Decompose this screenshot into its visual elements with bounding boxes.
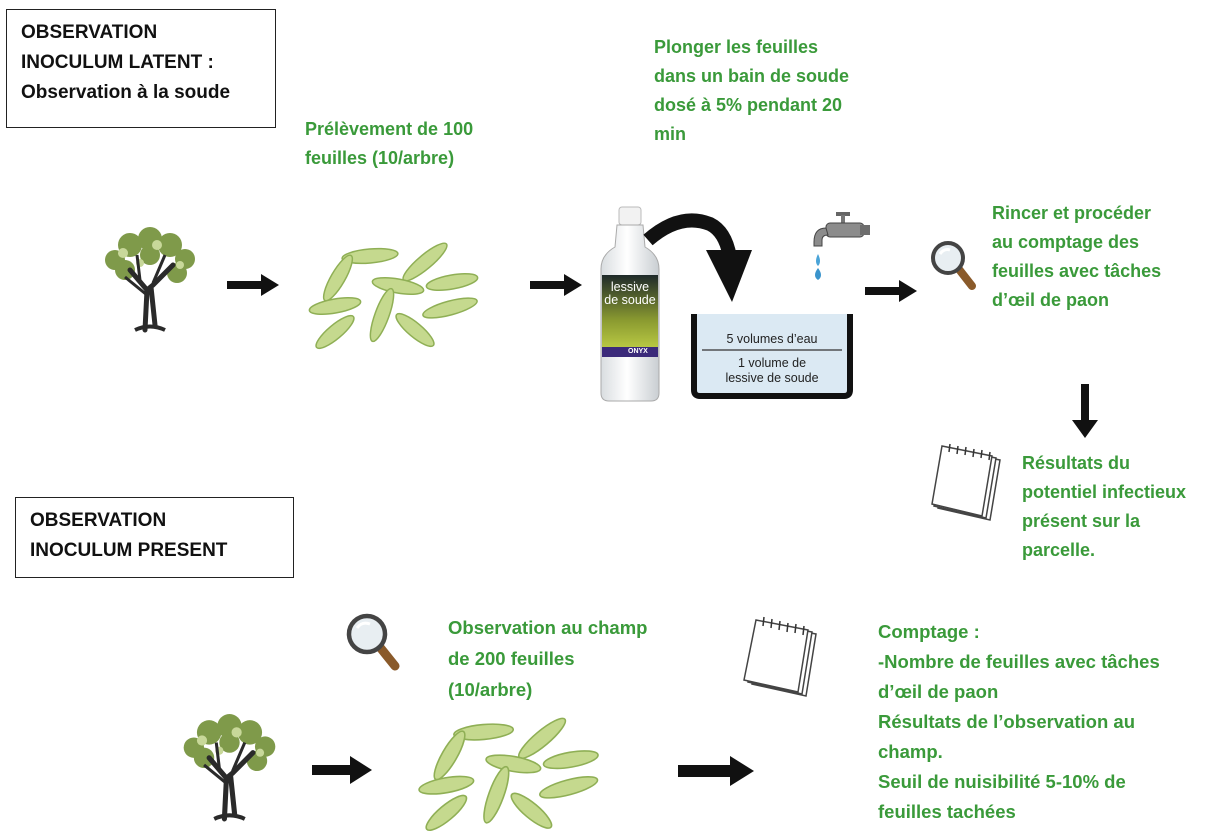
latent-step2-text: Plonger les feuilles dans un bain de sou… — [654, 33, 849, 149]
text-line: Observation au champ — [448, 617, 648, 638]
present-count-text: Comptage : -Nombre de feuilles avec tâch… — [878, 617, 1160, 827]
arrow-right-icon — [678, 756, 754, 786]
arrow-right-icon — [865, 280, 917, 302]
text-line: d’œil de paon — [878, 681, 999, 702]
olive-tree-icon — [183, 714, 276, 822]
arrow-right-icon — [530, 274, 582, 296]
text-line: au comptage des — [992, 232, 1140, 252]
arrow-down-icon — [1072, 384, 1098, 438]
faucet-icon — [813, 212, 870, 280]
magnifier-icon — [931, 241, 976, 290]
text-line: feuilles avec tâches — [992, 261, 1162, 281]
text-line: d’œil de paon — [992, 290, 1109, 310]
olive-tree-icon — [105, 227, 195, 333]
magnifier-icon — [346, 613, 400, 671]
bottle-label-line: de soude — [604, 293, 656, 307]
text-line: Comptage : — [878, 621, 980, 642]
text-line: (10/arbre) — [448, 679, 533, 700]
notepad-icon — [931, 443, 1001, 521]
present-title-box: OBSERVATION INOCULUM PRESENT — [15, 497, 294, 578]
text-line: Résultats du — [1022, 453, 1131, 473]
latent-result-text: Résultats du potentiel infectieux présen… — [1022, 449, 1186, 565]
text-line: parcelle. — [1022, 540, 1096, 560]
text-line: champ. — [878, 741, 943, 762]
text-line: feuilles tachées — [878, 801, 1016, 822]
latent-title-line: OBSERVATION — [21, 22, 158, 43]
arrow-right-icon — [227, 274, 279, 296]
latent-title-line: INOCULUM LATENT : — [21, 52, 214, 73]
beaker-top-label: 5 volumes d’eau — [726, 332, 818, 346]
text-line: min — [654, 124, 687, 144]
text-line: potentiel infectieux — [1022, 482, 1187, 502]
beaker-icon — [691, 314, 853, 399]
notepad-icon — [743, 616, 817, 697]
beaker-bottom-line: 1 volume de — [737, 356, 807, 370]
text-line: -Nombre de feuilles avec tâches — [878, 651, 1160, 672]
curved-arrow-icon — [643, 213, 752, 302]
text-line: feuilles (10/arbre) — [305, 148, 455, 168]
text-line: dans un bain de soude — [654, 66, 850, 86]
arrow-right-icon — [312, 756, 372, 784]
present-title-line: INOCULUM PRESENT — [30, 540, 228, 561]
text-line: Prélèvement de 100 — [305, 119, 474, 139]
present-step1-text: Observation au champ de 200 feuilles (10… — [448, 612, 647, 705]
leaves-icon — [308, 242, 479, 350]
latent-step3-text: Rincer et procéder au comptage des feuil… — [992, 199, 1161, 315]
beaker-bottom-label: 1 volume de lessive de soude — [700, 356, 844, 386]
soda-bottle-icon — [600, 206, 660, 402]
text-line: Plonger les feuilles — [654, 37, 819, 57]
text-line: Rincer et procéder — [992, 203, 1152, 223]
present-title-line: OBSERVATION — [30, 510, 167, 531]
leaves-icon — [418, 717, 599, 832]
text-line: présent sur la — [1022, 511, 1141, 531]
latent-title-box: OBSERVATION INOCULUM LATENT : Observatio… — [6, 9, 276, 128]
latent-title-line: Observation à la soude — [21, 82, 231, 103]
text-line: de 200 feuilles — [448, 648, 575, 669]
latent-step1-text: Prélèvement de 100 feuilles (10/arbre) — [305, 115, 473, 173]
bottle-label: lessive de soude — [603, 281, 657, 307]
bottle-brand: ONYX — [628, 348, 648, 355]
beaker-bottom-line: lessive de soude — [725, 371, 819, 385]
text-line: Seuil de nuisibilité 5-10% de — [878, 771, 1126, 792]
bottle-label-line: lessive — [610, 280, 650, 294]
text-line: Résultats de l’observation au — [878, 711, 1136, 732]
text-line: dosé à 5% pendant 20 — [654, 95, 843, 115]
